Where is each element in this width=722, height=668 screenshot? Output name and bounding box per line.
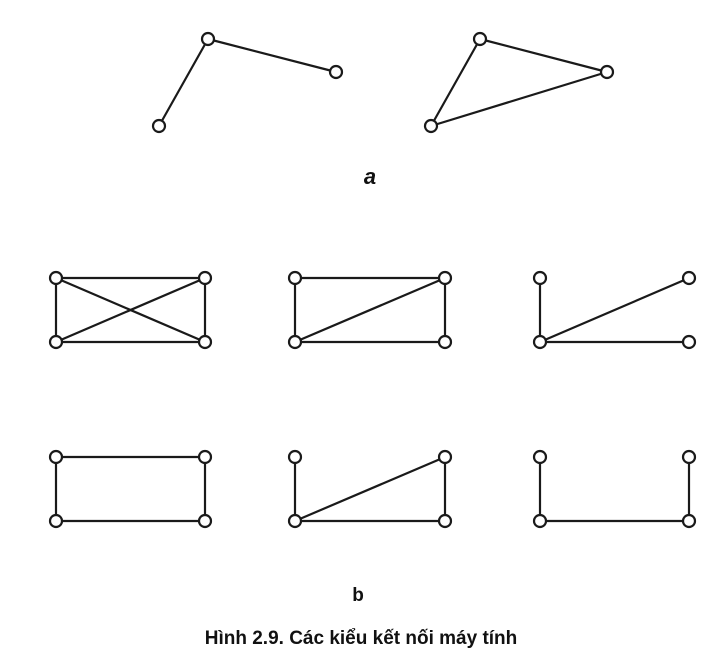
graph-b3-node-2 [681, 270, 697, 286]
graph-a2-node-2 [599, 64, 615, 80]
graph-a2-edge-2 [429, 37, 482, 128]
graph-b2-node-1 [287, 270, 303, 286]
graph-b1 [48, 270, 213, 350]
graph-b5-node-1 [287, 449, 303, 465]
graph-b5-node-4 [437, 513, 453, 529]
graph-b4 [48, 449, 213, 529]
graph-b5-node-2 [437, 449, 453, 465]
graph-a2-node-3 [423, 118, 439, 134]
graph-a2 [423, 31, 615, 134]
group-label-b: b [352, 585, 364, 606]
graph-b3-edge-2 [538, 276, 691, 344]
graph-b1-node-3 [48, 334, 64, 350]
graph-a1 [151, 31, 344, 134]
graph-b6-node-3 [532, 513, 548, 529]
graph-b3-node-1 [532, 270, 548, 286]
graph-b2 [287, 270, 453, 350]
graph-a1-node-1 [200, 31, 216, 47]
graph-b2-node-4 [437, 334, 453, 350]
graph-a1-node-2 [328, 64, 344, 80]
graph-b4-node-4 [197, 513, 213, 529]
graph-b6-node-1 [532, 449, 548, 465]
graph-b5-node-3 [287, 513, 303, 529]
graph-b3 [532, 270, 697, 350]
graph-b2-node-3 [287, 334, 303, 350]
graph-b3-node-3 [532, 334, 548, 350]
graph-b1-node-1 [48, 270, 64, 286]
graph-b4-node-2 [197, 449, 213, 465]
graph-b6-node-4 [681, 513, 697, 529]
graph-a2-edge-3 [429, 70, 609, 128]
graph-b4-node-1 [48, 449, 64, 465]
graph-b2-edge-5 [293, 276, 447, 344]
graph-b1-node-4 [197, 334, 213, 350]
graph-a2-node-1 [472, 31, 488, 47]
graph-b3-node-4 [681, 334, 697, 350]
graph-b5-edge-2 [293, 455, 447, 523]
graph-a1-edge-1 [206, 37, 338, 74]
graph-b6-node-2 [681, 449, 697, 465]
graph-b5 [287, 449, 453, 529]
group-label-a: a [363, 164, 377, 189]
graph-a1-edge-2 [157, 37, 210, 128]
graph-a1-node-3 [151, 118, 167, 134]
figure-caption: Hình 2.9. Các kiểu kết nối máy tính [204, 628, 518, 649]
graph-a2-edge-1 [478, 37, 609, 74]
graph-b1-node-2 [197, 270, 213, 286]
graph-b2-node-2 [437, 270, 453, 286]
graph-b4-node-3 [48, 513, 64, 529]
graph-b1-edge-6 [54, 276, 207, 344]
graph-b6 [532, 449, 697, 529]
